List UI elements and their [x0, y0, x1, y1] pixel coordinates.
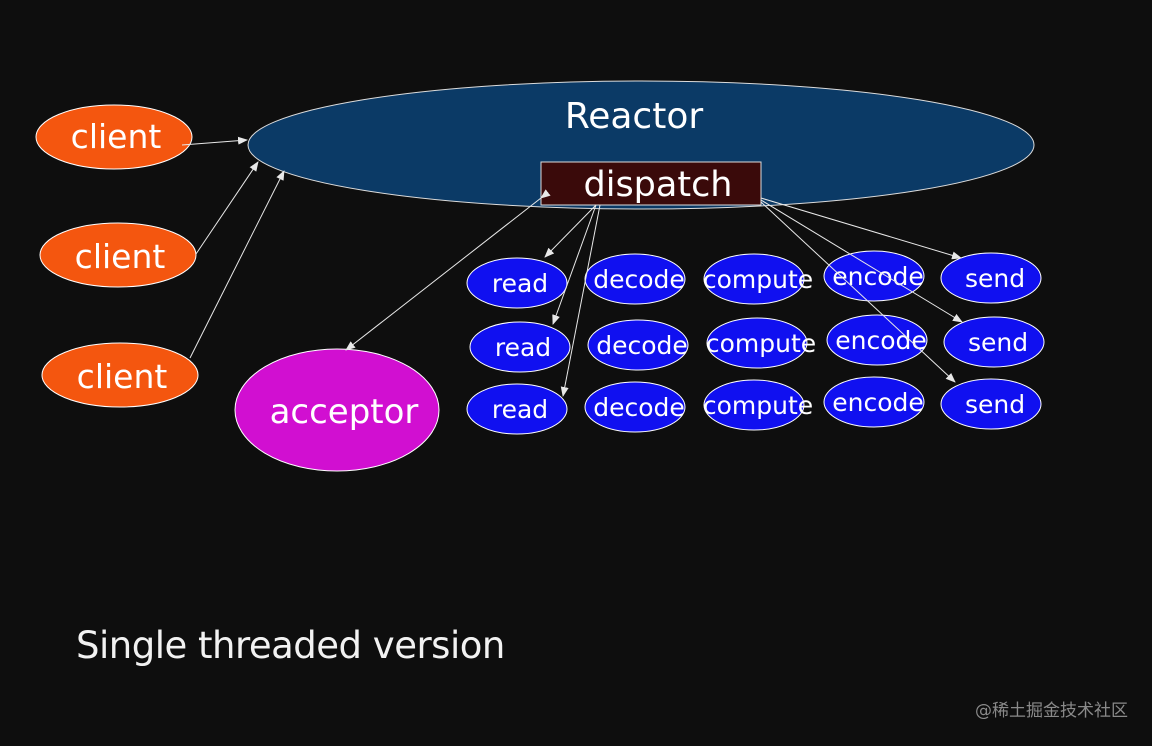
handler-label: compute	[703, 391, 813, 420]
handler-send: send	[940, 378, 1042, 430]
client-node: client	[41, 342, 199, 408]
handler-compute: compute	[706, 317, 816, 369]
handler-label: read	[492, 269, 548, 298]
client-to-reactor-arrow	[189, 170, 285, 359]
handler-label: encode	[832, 388, 924, 417]
dispatch-acceptor-arrow	[345, 189, 551, 351]
handler-send: send	[940, 252, 1042, 304]
client-label: client	[75, 237, 166, 276]
handler-read: read	[469, 321, 571, 373]
handler-grid: read decode compute encode send read dec…	[466, 250, 1045, 435]
diagram-caption: Single threaded version	[76, 624, 505, 667]
acceptor-label: acceptor	[270, 392, 419, 432]
watermark: @稀土掘金技术社区	[975, 701, 1128, 721]
dispatch-to-read-arrow	[560, 204, 601, 397]
handler-label: send	[965, 390, 1025, 419]
dispatch-to-send-arrow	[760, 201, 956, 383]
handler-label: read	[492, 395, 548, 424]
handler-decode: decode	[584, 381, 686, 433]
handler-encode: encode	[823, 376, 925, 428]
handler-read: read	[466, 257, 568, 309]
client-node: client	[39, 222, 197, 288]
client-node: client	[35, 104, 193, 170]
reactor-node: Reactor	[247, 80, 1035, 210]
handler-label: decode	[596, 331, 688, 360]
handler-label: read	[495, 333, 551, 362]
handler-send: send	[943, 316, 1045, 368]
handler-label: encode	[832, 262, 924, 291]
handler-label: compute	[706, 329, 816, 358]
handler-decode: decode	[584, 253, 686, 305]
handler-label: decode	[593, 265, 685, 294]
handler-compute: compute	[703, 253, 813, 305]
connection-arrows	[181, 136, 963, 397]
handler-encode: encode	[823, 250, 925, 302]
dispatch-to-read-arrow	[552, 204, 597, 325]
reactor-label: Reactor	[565, 96, 704, 137]
client-to-reactor-arrow	[181, 136, 248, 146]
dispatch-to-read-arrow	[544, 204, 597, 258]
dispatch-node: dispatch	[540, 161, 762, 206]
handler-compute: compute	[703, 379, 813, 431]
acceptor-node: acceptor	[234, 348, 440, 472]
handler-label: send	[968, 328, 1028, 357]
handler-label: encode	[835, 326, 927, 355]
handler-read: read	[466, 383, 568, 435]
client-label: client	[77, 357, 168, 396]
handler-encode: encode	[826, 314, 928, 366]
client-label: client	[71, 117, 162, 156]
handler-label: send	[965, 264, 1025, 293]
client-to-reactor-arrow	[195, 161, 259, 255]
handler-decode: decode	[587, 319, 689, 371]
dispatch-to-send-arrow	[760, 197, 962, 260]
dispatch-label: dispatch	[584, 165, 733, 205]
dispatch-to-send-arrow	[760, 199, 963, 323]
handler-label: decode	[593, 393, 685, 422]
handler-label: compute	[703, 265, 813, 294]
